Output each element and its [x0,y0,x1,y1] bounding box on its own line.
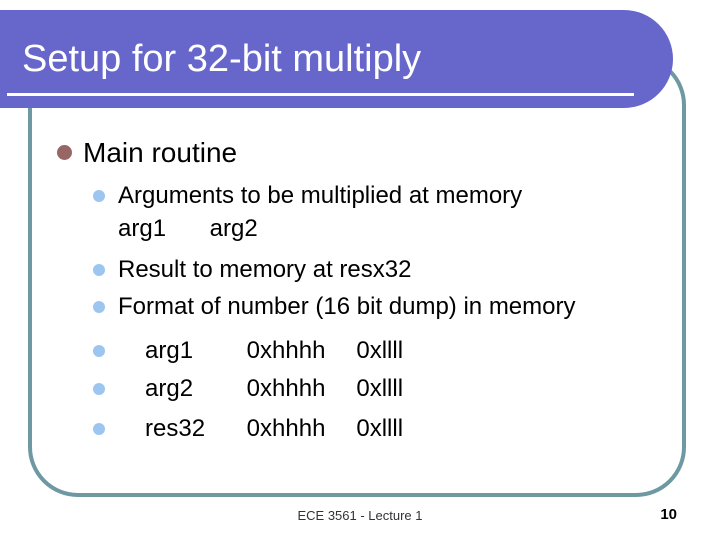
level2-bullet-icon [93,190,105,202]
list-item-main-routine: Main routine [0,136,720,170]
level2-bullet-icon [93,264,105,276]
list-item-label: Result to memory at resx32 [118,256,412,283]
list-item-arguments-continuation: arg1 arg2 [0,214,720,244]
level2-bullet-icon [93,383,105,395]
row-name: arg2 [145,375,194,402]
row-name: arg1 [145,337,194,364]
slide-title: Setup for 32-bit multiply [22,37,422,80]
row-low: 0xllll [356,415,404,442]
row-high: 0xhhhh [246,375,326,402]
arg1-label: arg1 [118,215,167,242]
list-item-label: Format of number (16 bit dump) in memory [118,293,576,320]
list-item-label: Arguments to be multiplied at memory [118,182,523,209]
row-low: 0xllll [356,337,404,364]
list-item-format: Format of number (16 bit dump) in memory [0,292,720,322]
footer-text: ECE 3561 - Lecture 1 [297,508,423,523]
row-high: 0xhhhh [246,415,326,442]
title-banner: Setup for 32-bit multiply [0,10,673,108]
title-underline [7,93,634,96]
level1-bullet-icon [57,145,72,160]
list-item-row-arg2: arg2 0xhhhh 0xllll [0,374,720,404]
list-item-arguments: Arguments to be multiplied at memory [0,181,720,211]
row-name: res32 [145,415,206,442]
level2-bullet-icon [93,345,105,357]
page-number: 10 [660,506,677,523]
row-high: 0xhhhh [246,337,326,364]
level2-bullet-icon [93,301,105,313]
list-item-label: Main routine [83,137,238,168]
list-item-row-arg1: arg1 0xhhhh 0xllll [0,336,720,366]
level2-bullet-icon [93,423,105,435]
list-item-row-res32: res32 0xhhhh 0xllll [0,414,720,444]
content-panel [28,55,686,497]
list-item-result: Result to memory at resx32 [0,255,720,285]
row-low: 0xllll [356,375,404,402]
arg2-label: arg2 [209,215,258,242]
